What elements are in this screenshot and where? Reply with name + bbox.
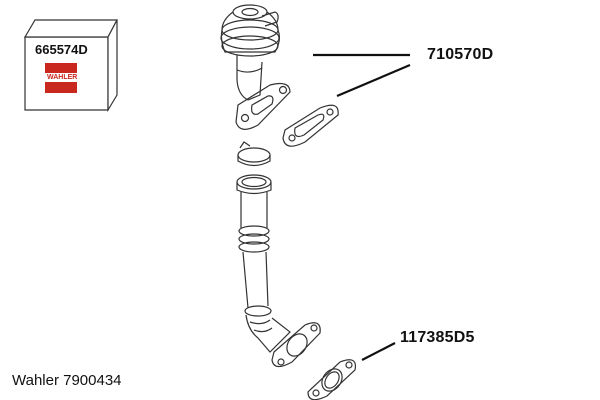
- product-reference-label: Wahler 7900434: [12, 372, 122, 389]
- callout-label-710570d: 710570D: [427, 46, 494, 63]
- egr-valve: [220, 4, 291, 130]
- wahler-logo-icon: WAHLER: [45, 63, 80, 93]
- pipe-clamp: [237, 141, 271, 167]
- flange-gasket: [307, 359, 357, 400]
- leader-line-710570d-b: [336, 63, 411, 98]
- egr-pipe: [236, 174, 321, 368]
- package-box-code: 665574D: [35, 42, 88, 57]
- logo-text: WAHLER: [45, 72, 80, 82]
- valve-gasket: [282, 104, 339, 147]
- leader-line-117385d5: [361, 342, 396, 361]
- callout-label-117385d5: 117385D5: [400, 329, 475, 346]
